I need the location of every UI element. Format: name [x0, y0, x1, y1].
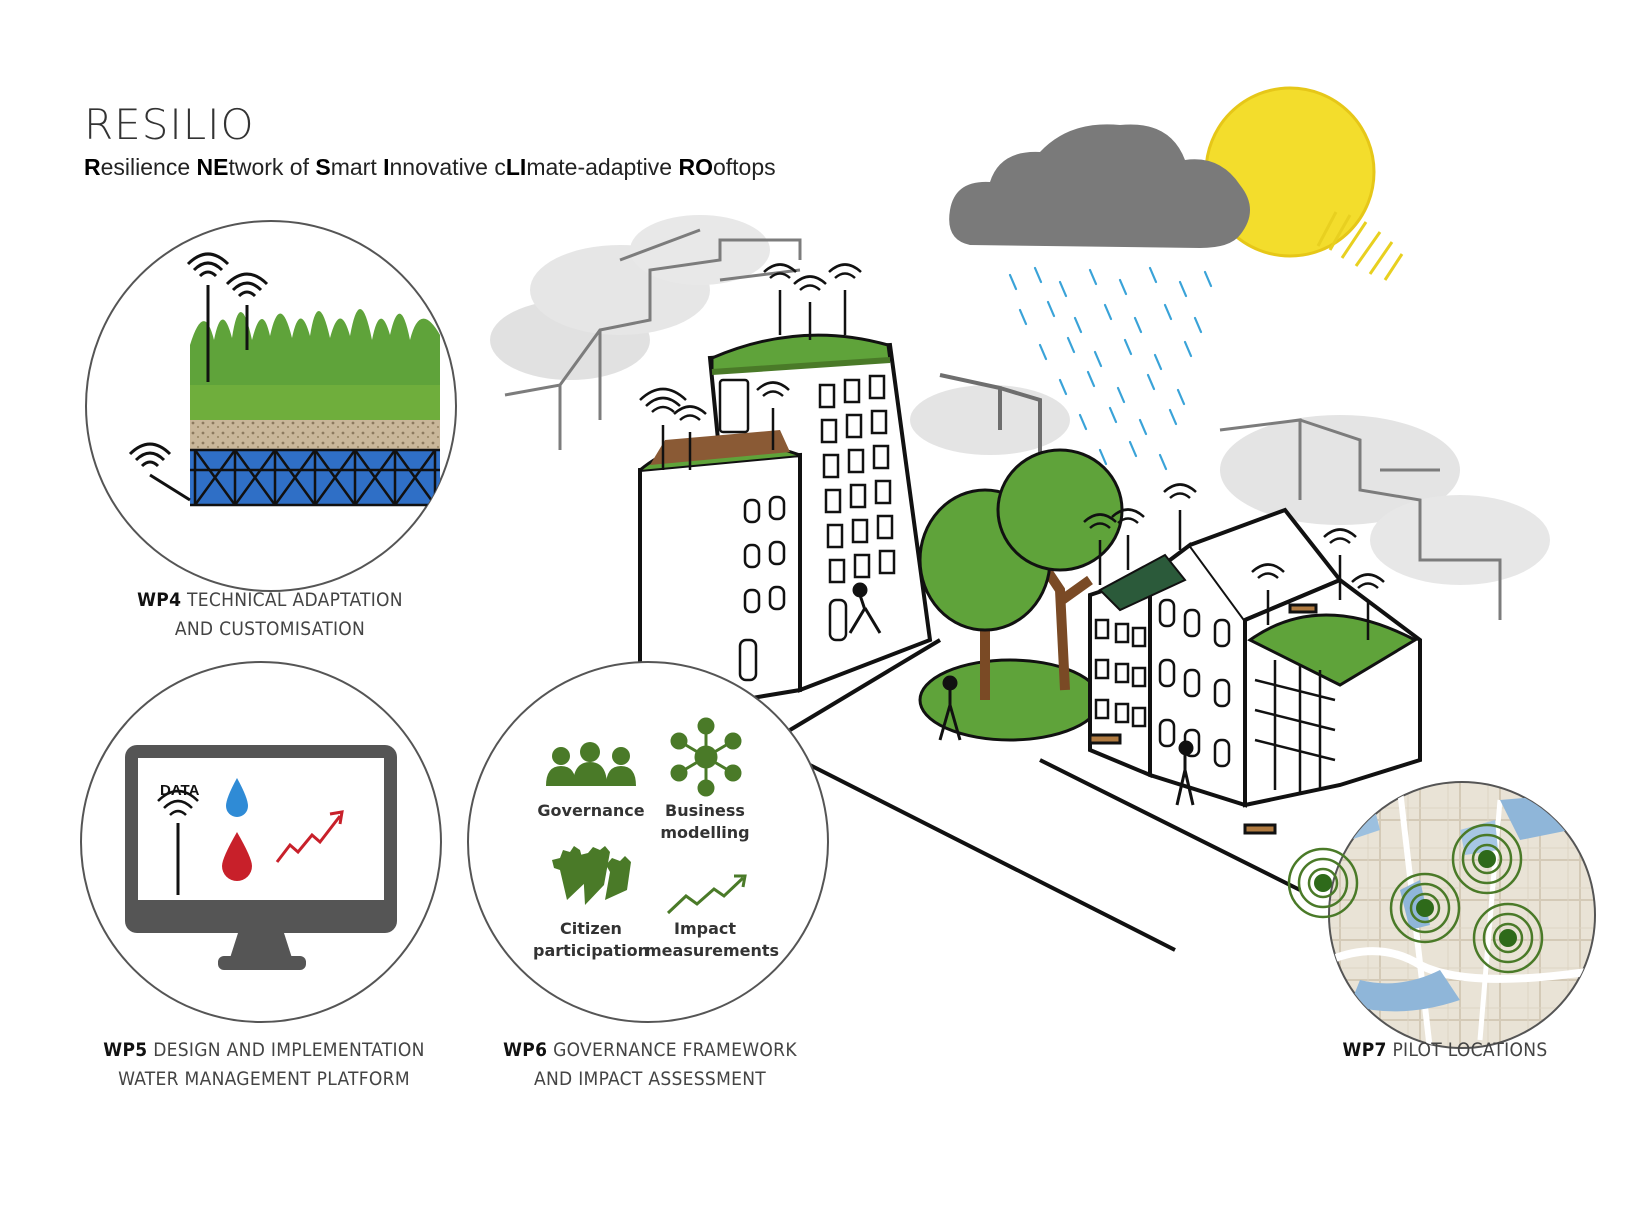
raised-hands-icon: [552, 846, 631, 905]
diagram-subtitle: Resilience NEtwork of Smart Innovative c…: [84, 154, 776, 180]
monitor-data-label: DATA: [160, 782, 200, 799]
tall-building: [638, 333, 933, 702]
wp5-caption: WP5 DESIGN AND IMPLEMENTATION WATER MANA…: [103, 1039, 425, 1090]
background-buildings: [490, 215, 1550, 620]
trend-arrow-icon: [666, 876, 745, 915]
rain: [1008, 266, 1213, 471]
wp6-governance-circle: [467, 661, 829, 1023]
wp4-antennas: [128, 252, 269, 502]
benches-people: [848, 582, 1318, 835]
wp4-roof-section: [85, 220, 457, 592]
wp7-map-circle: [1287, 781, 1596, 1049]
people-group-icon: [546, 742, 636, 786]
tall-building-windows: [718, 374, 896, 682]
network-nodes-icon: [670, 717, 742, 797]
trend-up-icon: [275, 815, 342, 863]
street: [788, 638, 1301, 952]
water-drop-icon: [226, 778, 248, 817]
wp5-monitor-circle: [80, 661, 442, 1023]
red-drop-icon: [222, 832, 252, 881]
pilot-location-markers: [1287, 823, 1544, 974]
cloud-icon: [949, 124, 1250, 248]
wp6-caption: WP6 GOVERNANCE FRAMEWORK AND IMPACT ASSE…: [503, 1039, 797, 1090]
row-houses: [1088, 507, 1422, 808]
trees: [918, 448, 1124, 742]
wp7-caption: WP7 PILOT LOCATIONS: [1342, 1039, 1548, 1061]
wifi-antennas: [639, 263, 1385, 640]
wp4-caption: WP4 TECHNICAL ADAPTATION AND CUSTOMISATI…: [137, 589, 403, 640]
diagram-title: RESILIO: [84, 100, 255, 149]
weather: [949, 86, 1404, 471]
wp6-item-governance: Governance: [537, 801, 645, 820]
row-house-windows: [1094, 598, 1336, 795]
